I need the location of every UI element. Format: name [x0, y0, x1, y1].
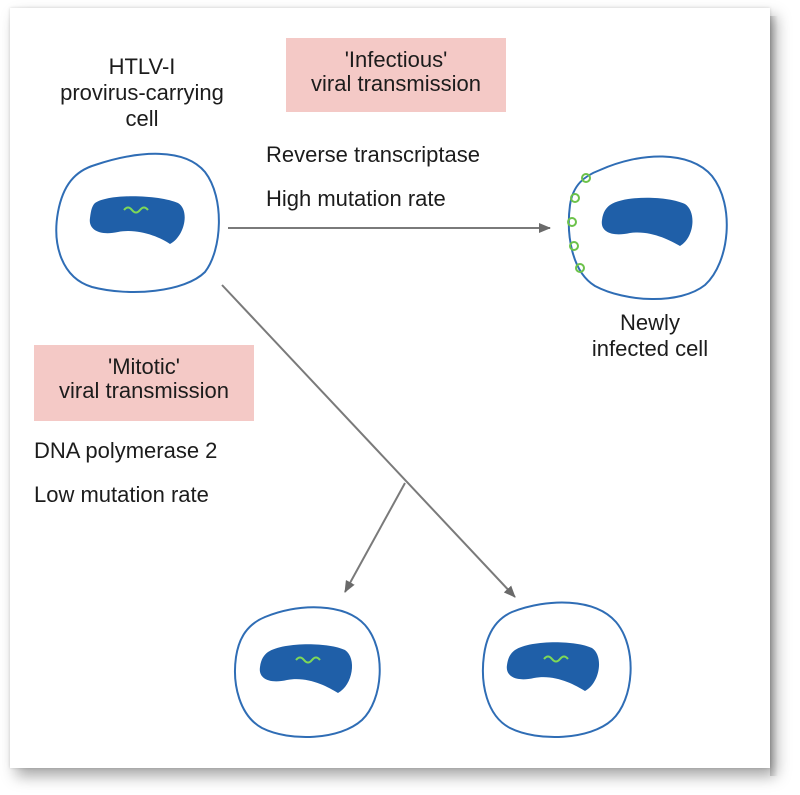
mitotic-box-line-1: 'Mitotic' [108, 354, 180, 379]
infectious-box-line-2: viral transmission [311, 71, 481, 96]
source-cell-label-line-2: provirus-carrying [60, 80, 224, 105]
virion-icon [567, 217, 577, 227]
daughter-cell-right [481, 601, 632, 738]
mitotic-box-line-2: viral transmission [59, 378, 229, 403]
virion-icon [570, 193, 580, 203]
new-cell-nucleus [601, 197, 693, 246]
budding-virions [567, 173, 591, 273]
infectious-transmission-box: 'Infectious' viral transmission [286, 38, 506, 112]
mitotic-enzyme-label: DNA polymerase 2 [34, 438, 218, 463]
daughter-cell-left [234, 606, 381, 738]
mitotic-transmission-box: 'Mitotic' viral transmission [34, 345, 254, 421]
source-cell-label: HTLV-I provirus-carrying cell [42, 54, 242, 132]
source-cell-nucleus [89, 196, 185, 244]
new-cell-label: Newly infected cell [570, 310, 730, 362]
infectious-enzyme-label: Reverse transcriptase [266, 142, 480, 167]
daughter-right-nucleus [506, 642, 600, 691]
daughter-left-nucleus [259, 644, 353, 693]
source-cell-label-line-1: HTLV-I [108, 54, 176, 79]
virion-icon [575, 263, 585, 273]
mitotic-mutation-label: Low mutation rate [34, 482, 209, 507]
new-cell-label-line-1: Newly [620, 310, 680, 335]
source-cell-label-line-3: cell [125, 106, 159, 131]
virion-icon [569, 241, 579, 251]
virion-icon [581, 173, 591, 183]
infectious-mutation-label: High mutation rate [266, 186, 446, 211]
source-provirus-icon [123, 206, 149, 214]
daughter-left-provirus-icon [295, 656, 321, 664]
source-cell [55, 152, 220, 293]
mitotic-transmission-arrow-right [221, 284, 516, 598]
new-infected-cell [567, 155, 728, 300]
new-cell-label-line-2: infected cell [591, 336, 709, 361]
daughter-right-provirus-icon [543, 655, 569, 663]
infectious-box-line-1: 'Infectious' [344, 47, 448, 72]
mitotic-transmission-arrow-left [344, 482, 406, 593]
